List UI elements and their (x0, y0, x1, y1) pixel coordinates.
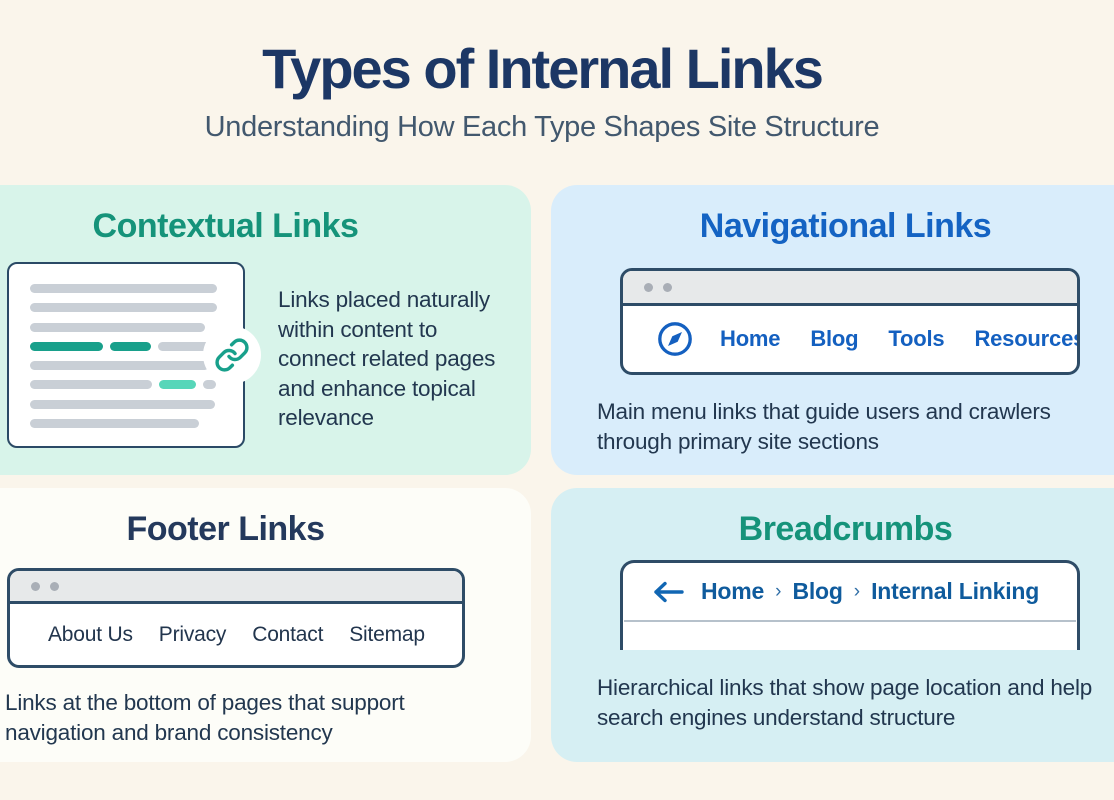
breadcrumb-separator: › (775, 580, 782, 602)
footer-menu-link[interactable]: Sitemap (349, 623, 425, 646)
window-dot (50, 581, 59, 591)
navigational-links-title: Navigational Links (699, 207, 992, 245)
footer-menu-link[interactable]: Privacy (158, 623, 227, 646)
link-highlight-bar (159, 380, 196, 390)
navigational-links-description: Main menu links that guide users and cra… (597, 399, 1051, 454)
browser-window: Home Blog Tools Resources (620, 268, 1080, 375)
text-placeholder-bar (203, 380, 216, 390)
browser-title-bar (10, 571, 462, 604)
text-placeholder-bar (30, 284, 217, 293)
browser-title-bar (623, 271, 1077, 306)
footer-menu-link[interactable]: About Us (48, 623, 133, 646)
breadcrumb-separator: › (853, 580, 861, 602)
breadcrumb-link[interactable]: Home (701, 578, 765, 604)
document-text-line (30, 322, 243, 332)
footer-links-card: Footer Links About Us Privacy Contact Sitem… (0, 488, 531, 762)
text-placeholder-bar (158, 341, 218, 351)
breadcrumb-bar: Home › Blog › Internal Linking (623, 563, 1077, 620)
left-arrow-icon[interactable] (651, 579, 685, 605)
document-text-line (30, 284, 243, 293)
page-title: Types of Internal Links (262, 37, 824, 100)
breadcrumb-link[interactable]: Internal Linking (871, 578, 1040, 604)
document-text-line (30, 399, 243, 409)
main-menu-links: Home Blog Tools Resources (720, 326, 1080, 352)
main-menu-bar: Home Blog Tools Resources (623, 306, 1077, 372)
footer-links-description: Links at the bottom of pages that suppor… (5, 690, 405, 745)
window-dot (663, 282, 672, 292)
breadcrumbs-card: Breadcrumbs Home › Blog › Internal Linking H… (551, 488, 1114, 762)
document-text-line (30, 361, 243, 371)
document-text-line (30, 380, 243, 390)
contextual-links-description: Links placed naturally within content to… (278, 287, 496, 430)
link-highlight-bar (110, 341, 151, 351)
compass-icon (658, 322, 692, 356)
nav-menu-link[interactable]: Tools (888, 326, 945, 351)
footer-menu-link[interactable]: Contact (252, 623, 324, 646)
contextual-links-title: Contextual Links (92, 207, 359, 245)
breadcrumb-link[interactable]: Blog (792, 578, 843, 604)
breadcrumbs-description: Hierarchical links that show page locati… (597, 675, 1093, 730)
text-placeholder-bar (30, 303, 217, 313)
link-highlight-bar (30, 341, 103, 351)
document-text-line (30, 303, 243, 313)
window-dot (644, 282, 653, 292)
text-placeholder-bar (30, 361, 209, 371)
footer-menu-bar: About Us Privacy Contact Sitemap (10, 604, 462, 665)
header: Types of Internal Links Understanding Ho… (0, 0, 1114, 144)
contextual-links-card: Contextual Links Links placed naturally … (0, 185, 531, 475)
chain-badge (203, 326, 261, 384)
text-placeholder-bar (30, 322, 205, 332)
text-placeholder-bar (30, 419, 199, 429)
chain-link-icon (215, 338, 249, 372)
divider (624, 620, 1076, 622)
nav-menu-link[interactable]: Blog (810, 326, 859, 351)
page-subtitle: Understanding How Each Type Shapes Site … (204, 111, 880, 143)
nav-menu-link[interactable]: Home (720, 326, 781, 351)
document-text-line (30, 419, 243, 429)
text-placeholder-bar (30, 399, 215, 409)
document-text-line (30, 341, 243, 351)
window-dot (31, 581, 40, 591)
footer-links-title: Footer Links (126, 510, 325, 548)
breadcrumbs-title: Breadcrumbs (738, 510, 953, 548)
breadcrumb-panel: Home › Blog › Internal Linking (620, 560, 1080, 650)
nav-menu-link[interactable]: Resources (974, 326, 1080, 351)
navigational-links-card: Navigational Links Home Blog Tools Resource… (551, 185, 1114, 475)
breadcrumb-trail: Home › Blog › Internal Linking (701, 578, 1039, 605)
footer-browser-window: About Us Privacy Contact Sitemap (7, 568, 465, 668)
text-placeholder-bar (30, 380, 152, 390)
